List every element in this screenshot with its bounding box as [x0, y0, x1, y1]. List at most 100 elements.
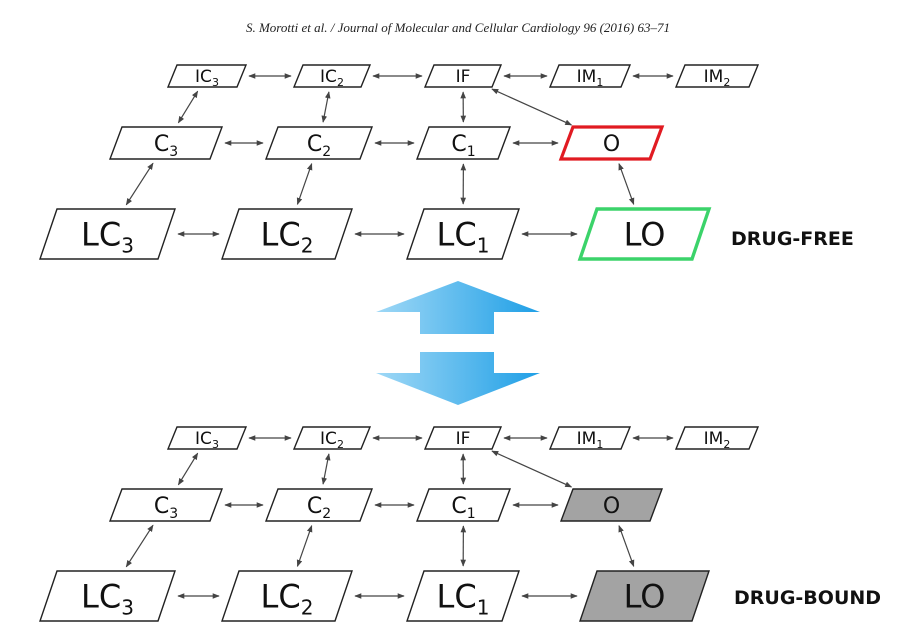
state-label: C3 — [154, 132, 178, 160]
state-label-base: C — [451, 494, 466, 519]
state-label: O — [603, 132, 620, 157]
state-lc2-free: LC2 — [221, 208, 353, 260]
state-label: IC2 — [320, 67, 344, 89]
state-c3-free: C3 — [108, 126, 224, 160]
state-box — [39, 570, 176, 622]
state-label: LO — [624, 578, 666, 616]
state-im2-bound: IM2 — [674, 426, 760, 451]
state-lc3-free: LC3 — [39, 208, 176, 260]
state-box — [264, 488, 374, 522]
transition-arrow-c2-lc2 — [296, 163, 313, 205]
state-box — [406, 208, 520, 260]
transition-arrow-ic2-c2 — [321, 91, 331, 123]
state-label-subscript: 2 — [337, 438, 344, 451]
state-label-base: IM — [704, 429, 724, 449]
state-label-subscript: 3 — [212, 438, 219, 451]
state-ic2-free: IC2 — [292, 64, 372, 89]
state-label-base: IC — [195, 67, 212, 87]
transition-arrow-ic3-c3 — [177, 90, 199, 124]
state-label: IC3 — [195, 429, 219, 451]
transitions — [125, 435, 674, 599]
drug-free-label: DRUG-FREE — [731, 228, 854, 250]
state-label-subscript: 1 — [467, 144, 476, 160]
state-ic2-bound: IC2 — [292, 426, 372, 451]
state-label-base: IM — [704, 67, 724, 87]
state-label-base: LO — [624, 216, 666, 254]
state-box — [415, 488, 512, 522]
state-label-subscript: 1 — [477, 596, 490, 620]
state-label-base: C — [154, 132, 169, 157]
state-label-base: LO — [624, 578, 666, 616]
state-label: O — [603, 494, 620, 519]
state-lc2-bound: LC2 — [221, 570, 353, 622]
transition-arrow-o-lo — [618, 525, 635, 567]
state-label-base: IC — [320, 429, 337, 449]
state-label-base: O — [603, 132, 620, 157]
state-label-subscript: 1 — [596, 76, 603, 89]
state-lo-free: LO — [577, 207, 712, 261]
state-label-subscript: 2 — [322, 144, 331, 160]
state-box — [108, 126, 224, 160]
state-label-base: C — [307, 494, 322, 519]
state-label-base: IC — [195, 429, 212, 449]
state-label-subscript: 2 — [723, 438, 730, 451]
state-label-base: LC — [437, 578, 477, 616]
state-im2-free: IM2 — [674, 64, 760, 89]
state-if-bound: IF — [423, 426, 503, 450]
state-ic3-free: IC3 — [166, 64, 248, 89]
down-arrow-icon — [376, 352, 540, 405]
state-box — [221, 570, 353, 622]
transition-arrow-c3-lc3 — [125, 162, 154, 206]
state-label-base: IF — [456, 67, 471, 87]
state-label-subscript: 1 — [467, 506, 476, 522]
transition-arrow-c3-lc3 — [125, 524, 154, 568]
state-label-subscript: 3 — [169, 144, 178, 160]
citation-header: S. Morotti et al. / Journal of Molecular… — [245, 20, 671, 35]
state-if-free: IF — [423, 64, 503, 88]
state-label-subscript: 3 — [121, 596, 134, 620]
state-label: LC1 — [437, 578, 490, 620]
state-label: C3 — [154, 494, 178, 522]
transition-arrow-o-lo — [618, 163, 635, 205]
state-label-base: IF — [456, 429, 471, 449]
state-o-free: O — [558, 125, 665, 161]
state-label: IM2 — [704, 67, 731, 89]
state-c2-bound: C2 — [264, 488, 374, 522]
transitions — [125, 73, 674, 237]
state-box — [292, 64, 372, 88]
state-box — [579, 570, 710, 622]
transition-arrow-ic3-c3 — [177, 452, 199, 486]
state-c3-bound: C3 — [108, 488, 224, 522]
state-box — [292, 426, 372, 450]
transition-arrow-ic2-c2 — [321, 453, 331, 485]
state-box — [558, 125, 665, 161]
state-label: C1 — [451, 132, 475, 160]
state-label: C2 — [307, 132, 331, 160]
state-label-base: C — [307, 132, 322, 157]
state-im1-bound: IM1 — [548, 426, 632, 451]
state-label: IF — [456, 429, 471, 449]
state-label-base: LC — [261, 216, 301, 254]
transition-arrow-c2-lc2 — [296, 525, 313, 567]
drug-bound-label: DRUG-BOUND — [734, 587, 881, 609]
state-label-subscript: 2 — [337, 76, 344, 89]
state-label: LC3 — [81, 578, 134, 620]
state-label: IM1 — [577, 67, 604, 89]
state-c1-free: C1 — [415, 126, 512, 160]
state-c2-free: C2 — [264, 126, 374, 160]
state-label-subscript: 2 — [301, 234, 314, 258]
state-label-subscript: 1 — [596, 438, 603, 451]
state-box — [39, 208, 176, 260]
double-arrow-icon — [376, 281, 540, 405]
state-label: IC3 — [195, 67, 219, 89]
state-label-base: IM — [577, 67, 597, 87]
state-label-base: LC — [81, 216, 121, 254]
transition-arrow-if-o — [491, 88, 573, 126]
state-label: IM2 — [704, 429, 731, 451]
state-label-base: C — [154, 494, 169, 519]
state-lc1-bound: LC1 — [406, 570, 520, 622]
state-c1-bound: C1 — [415, 488, 512, 522]
state-ic3-bound: IC3 — [166, 426, 248, 451]
